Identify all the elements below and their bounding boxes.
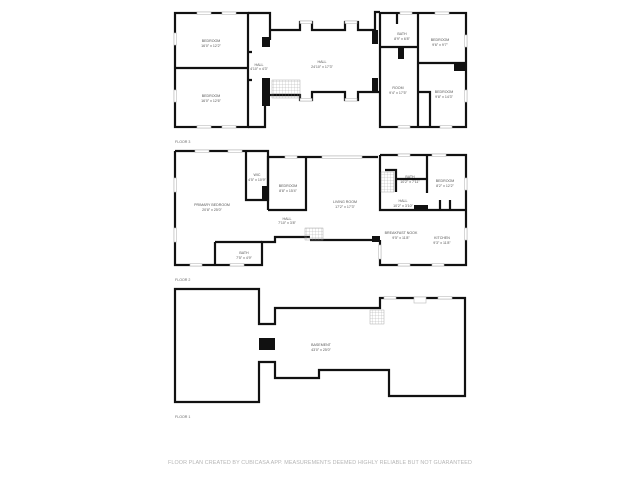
floor-label: FLOOR 3 [175,140,190,144]
floor-2-labels: PRIMARY BEDROOM 20'8" x 25'0" WIC 4'5" x… [175,173,455,282]
room-dims: 10'2" x 3'10" [393,204,413,208]
room-dims: 9'4" x 17'5" [389,91,407,95]
floor-2-windows [173,149,468,267]
room-name: BEDROOM [431,38,450,42]
room-dims: 7'10" x 3'8" [278,221,296,225]
stairs-icon [304,227,324,241]
room-name: BATH [405,175,415,179]
floor-3-plan [173,10,468,129]
room-dims: 17'2" x 17'3" [335,205,355,209]
room-dims: 43'0" x 25'0" [311,348,331,352]
floor-1-windows [383,296,453,304]
room-name: BEDROOM [202,94,221,98]
room-name: ROOM [392,86,403,90]
floor-2-fills [262,186,428,242]
room-name: KITCHEN [434,236,450,240]
room-name: PRIMARY BEDROOM [194,203,230,207]
room-dims: 4'5" x 10'9" [248,178,266,182]
room-name: HALL [283,217,292,221]
disclaimer-footer: FLOOR PLAN CREATED BY CUBICASA APP. MEAS… [168,460,472,466]
room-dims: 16'0" x 12'6" [201,99,221,103]
room-name: HALL [318,60,327,64]
room-name: BEDROOM [435,90,454,94]
room-dims: 7'5" x 4'9" [236,256,252,260]
room-name: BASEMENT [311,343,332,347]
stairs-icon [271,79,301,99]
room-dims: 24'10" x 17'3" [311,65,333,69]
room-name: BATH [239,251,249,255]
room-name: LIVING ROOM [333,200,357,204]
floor-1-labels: BASEMENT 43'0" x 25'0" FLOOR 1 [175,343,332,419]
room-name: BEDROOM [279,184,298,188]
floor-3-fills [262,30,466,106]
floor-1-plan [173,287,467,404]
room-dims: 9'8" x 14'3" [435,95,453,99]
room-dims: 4'10" x 4'3" [250,67,268,71]
room-name: HALL [255,63,264,67]
stairs-icon [369,309,385,325]
room-name: HALL [399,199,408,203]
room-dims: 20'8" x 25'0" [202,208,222,212]
room-dims: 16'0" x 12'2" [201,44,221,48]
room-name: BEDROOM [202,39,221,43]
room-dims: 8'8" x 15'4" [279,189,297,193]
room-dims: 10'2" x 7'11" [400,180,420,184]
room-dims: 9'6" x 9'7" [432,43,448,47]
room-name: BATH [397,32,407,36]
room-dims: 8'9" x 6'8" [394,37,410,41]
room-name: BEDROOM [436,179,455,183]
room-dims: 9'3" x 11'8" [433,241,451,245]
floor-3-labels: BEDROOM 16'0" x 12'2" BEDROOM 16'0" x 12… [175,32,454,144]
stairs-icon [380,171,395,193]
room-dims: 9'5" x 11'8" [392,236,410,240]
floor-label: FLOOR 1 [175,415,190,419]
chimney-block [259,338,275,350]
room-name: WIC [254,173,261,177]
room-dims: 8'2" x 12'2" [436,184,454,188]
floor-label: FLOOR 2 [175,278,190,282]
floor-3-windows [173,11,468,129]
room-name: BREAKFAST NOOK [385,231,418,235]
